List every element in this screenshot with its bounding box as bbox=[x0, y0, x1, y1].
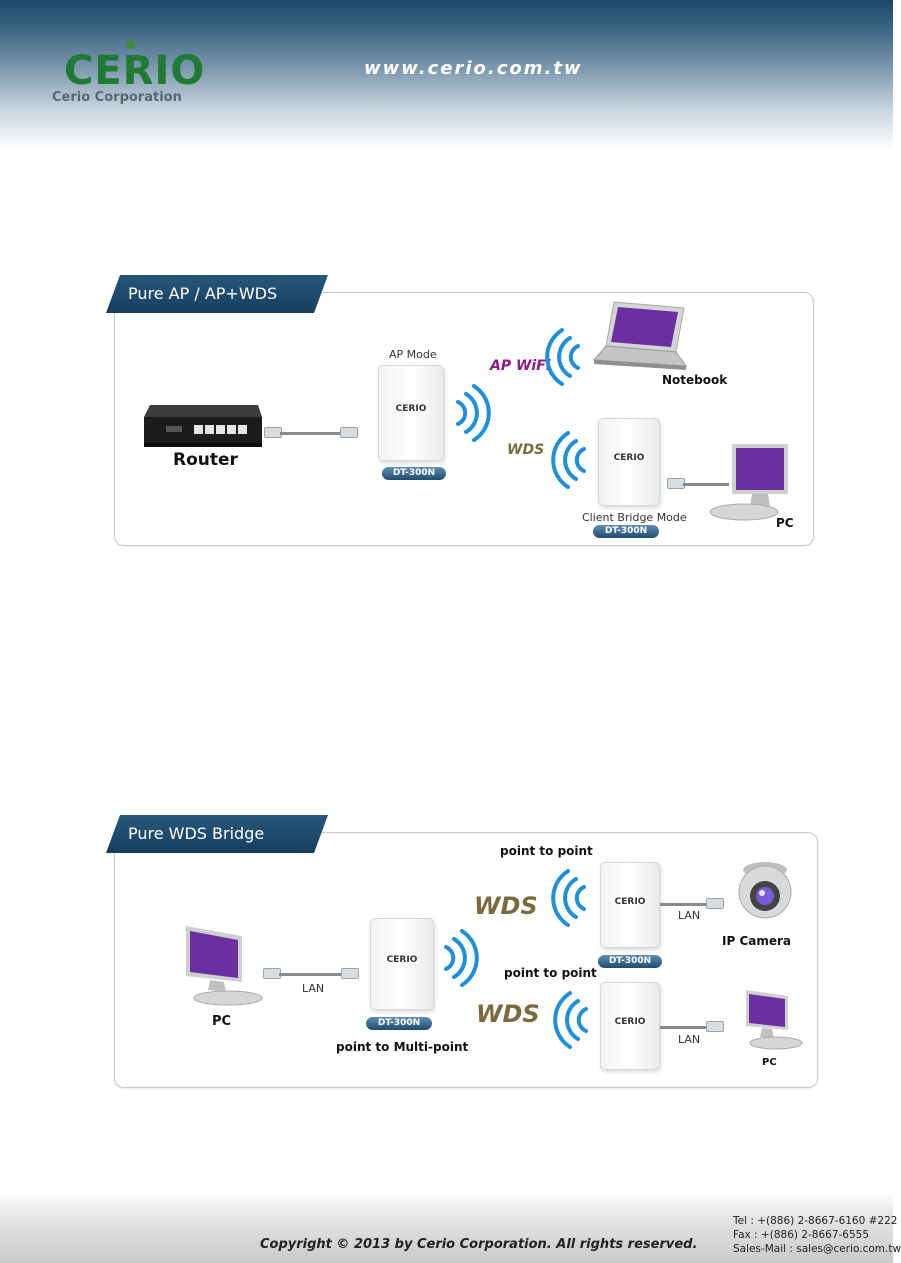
company-name: Cerio Corporation bbox=[52, 90, 182, 105]
pc-right-label: PC bbox=[762, 1057, 777, 1068]
website-url[interactable]: www.cerio.com.tw bbox=[364, 58, 583, 79]
pc-label: PC bbox=[776, 516, 794, 530]
wifi-wave-icon bbox=[551, 431, 586, 489]
laptop-icon bbox=[592, 301, 688, 370]
client-model-badge: DT-300N bbox=[593, 525, 659, 538]
wds-label: WDS bbox=[507, 442, 545, 458]
ap-wds-title-tag: Pure AP / AP+WDS bbox=[106, 275, 328, 313]
ethernet-cable bbox=[683, 483, 729, 486]
device-brand: CERIO bbox=[613, 453, 645, 464]
ap-device: CERIO bbox=[378, 365, 444, 461]
cable-plug-right bbox=[341, 968, 359, 979]
page-header bbox=[0, 0, 893, 150]
wifi-wave-icon bbox=[553, 991, 588, 1049]
notebook-label: Notebook bbox=[662, 373, 728, 387]
ap-mode-label: AP Mode bbox=[389, 348, 437, 361]
wds-bottom-label: WDS bbox=[476, 1000, 540, 1028]
fax-text: Fax : +(886) 2-8667-6555 bbox=[733, 1229, 870, 1241]
pc-monitor-icon bbox=[186, 926, 263, 1006]
sales-mail-text[interactable]: Sales-Mail : sales@cerio.com.tw bbox=[733, 1243, 901, 1255]
top-model-badge: DT-300N bbox=[598, 955, 662, 968]
copyright-text: Copyright © 2013 by Cerio Corporation. A… bbox=[260, 1237, 698, 1252]
p2p-bottom-label: point to point bbox=[504, 966, 597, 980]
client-bridge-device: CERIO bbox=[598, 418, 660, 506]
ip-camera-label: IP Camera bbox=[722, 934, 791, 948]
device-brand: CERIO bbox=[614, 1017, 646, 1028]
ip-camera-icon bbox=[738, 862, 792, 919]
lan-label: LAN bbox=[302, 982, 325, 995]
pc-left-label: PC bbox=[212, 1014, 232, 1029]
wds-bridge-title-tag: Pure WDS Bridge bbox=[106, 815, 328, 853]
wds-top-label: WDS bbox=[474, 892, 538, 920]
page-footer bbox=[0, 1192, 893, 1263]
wifi-wave-icon bbox=[551, 869, 586, 927]
bridge-top-device: CERIO bbox=[600, 862, 660, 948]
logo-dot bbox=[126, 40, 135, 49]
ethernet-cable bbox=[660, 903, 706, 906]
pc-monitor-icon bbox=[709, 444, 788, 521]
device-brand: CERIO bbox=[386, 955, 418, 965]
router-label: Router bbox=[173, 450, 238, 470]
client-bridge-label: Client Bridge Mode bbox=[582, 511, 687, 524]
p2mp-label: point to Multi-point bbox=[336, 1040, 469, 1054]
cable-plug-right bbox=[706, 1021, 724, 1032]
cable-plug-right bbox=[706, 898, 724, 909]
ethernet-cable bbox=[280, 432, 340, 435]
wifi-wave-icon bbox=[444, 929, 479, 987]
ethernet-cable bbox=[279, 973, 341, 976]
bridge-bottom-device: CERIO bbox=[600, 982, 660, 1070]
tel-text: Tel : +(886) 2-8667-6160 #222 bbox=[733, 1215, 898, 1227]
center-model-badge: DT-300N bbox=[366, 1017, 432, 1030]
device-brand: CERIO bbox=[395, 403, 427, 414]
p2p-top-label: point to point bbox=[500, 844, 593, 858]
pc-monitor-icon bbox=[746, 990, 803, 1050]
router-icon bbox=[144, 405, 262, 447]
cerio-logo: CERIO bbox=[64, 48, 206, 94]
lan-label: LAN bbox=[678, 1033, 701, 1046]
ethernet-cable bbox=[660, 1026, 706, 1029]
cable-plug-right bbox=[340, 427, 358, 438]
wifi-wave-icon bbox=[545, 328, 580, 386]
ap-model-badge: DT-300N bbox=[382, 467, 446, 480]
ap-wifi-label: AP WiFi bbox=[490, 358, 551, 374]
lan-label: LAN bbox=[678, 909, 701, 922]
device-brand: CERIO bbox=[614, 896, 646, 907]
wifi-wave-icon bbox=[456, 384, 491, 442]
multipoint-ap-device: CERIO bbox=[370, 918, 434, 1010]
